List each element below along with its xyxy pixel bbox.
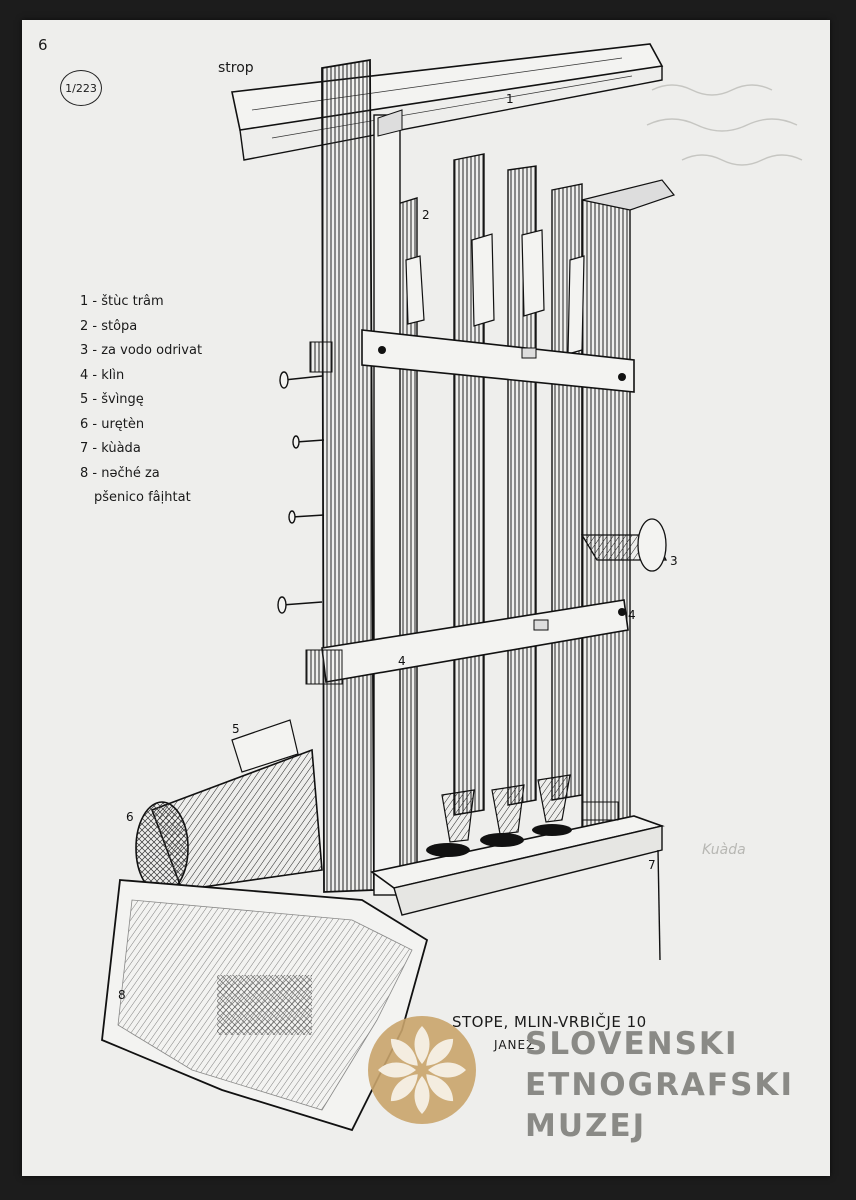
callout-4-right: 4 (628, 608, 636, 622)
legend-item: 2 - stôpa (80, 318, 138, 334)
rear-post (581, 199, 631, 841)
lower-crossbar (305, 599, 629, 685)
legend-item: pšenico fâịhtat (94, 490, 191, 505)
museum-flower-logo (368, 1016, 476, 1124)
watermark-line: MUZEJ (525, 1108, 647, 1144)
stamps (393, 153, 585, 873)
inventory-stamp: 1/223 (60, 70, 102, 106)
callout-3: 3 (670, 554, 678, 568)
legend-item: 6 - urętèn (80, 416, 145, 432)
legend-item: 5 - švìngę (80, 392, 144, 407)
legend-item: 8 - nəčhé za (80, 465, 160, 481)
watermark-line: ETNOGRAFSKI (525, 1067, 794, 1103)
callout-6: 6 (126, 810, 134, 824)
museum-watermark: SLOVENSKI ETNOGRAFSKI MUZEJ (525, 1024, 794, 1147)
callout-2: 2 (422, 208, 430, 222)
drive-shaft (135, 719, 323, 895)
ceiling-beam (231, 43, 664, 161)
drawing-title: STOPE, MLIN-VRBIČJE 10 (452, 1013, 647, 1031)
callout-8: 8 (118, 988, 126, 1002)
front-post (321, 58, 375, 893)
sheet-corner-number: 6 (38, 36, 48, 54)
mortar-base (370, 801, 665, 961)
upper-crossbar (309, 329, 635, 393)
callout-1: 1 (506, 92, 514, 106)
ceiling-label: strop (218, 60, 254, 76)
legend-item: 7 - kùàda (80, 441, 141, 456)
stamp-mill-drawing (101, 43, 676, 1132)
drawing-sheet: 6 1/223 strop Kuàda (22, 20, 830, 1176)
callout-4-left: 4 (398, 654, 406, 668)
wheat-trough (101, 879, 429, 1132)
callout-7: 7 (648, 858, 656, 872)
parts-legend: 1 - štùc trâm 2 - stôpa 3 - za vodo odri… (80, 290, 202, 511)
legend-item: 4 - klìn (80, 367, 125, 383)
callout-5: 5 (232, 722, 240, 736)
drawing-author: JANEZ (494, 1038, 536, 1052)
legend-item: 3 - za vodo odrivat (80, 343, 203, 358)
watermark-line: SLOVENSKI (525, 1026, 739, 1062)
legend-item: 1 - štùc trâm (80, 294, 164, 309)
faint-kuada-mark: Kuàda (702, 842, 746, 858)
bleed-through-writing (642, 70, 822, 200)
post-pegs (277, 371, 325, 614)
